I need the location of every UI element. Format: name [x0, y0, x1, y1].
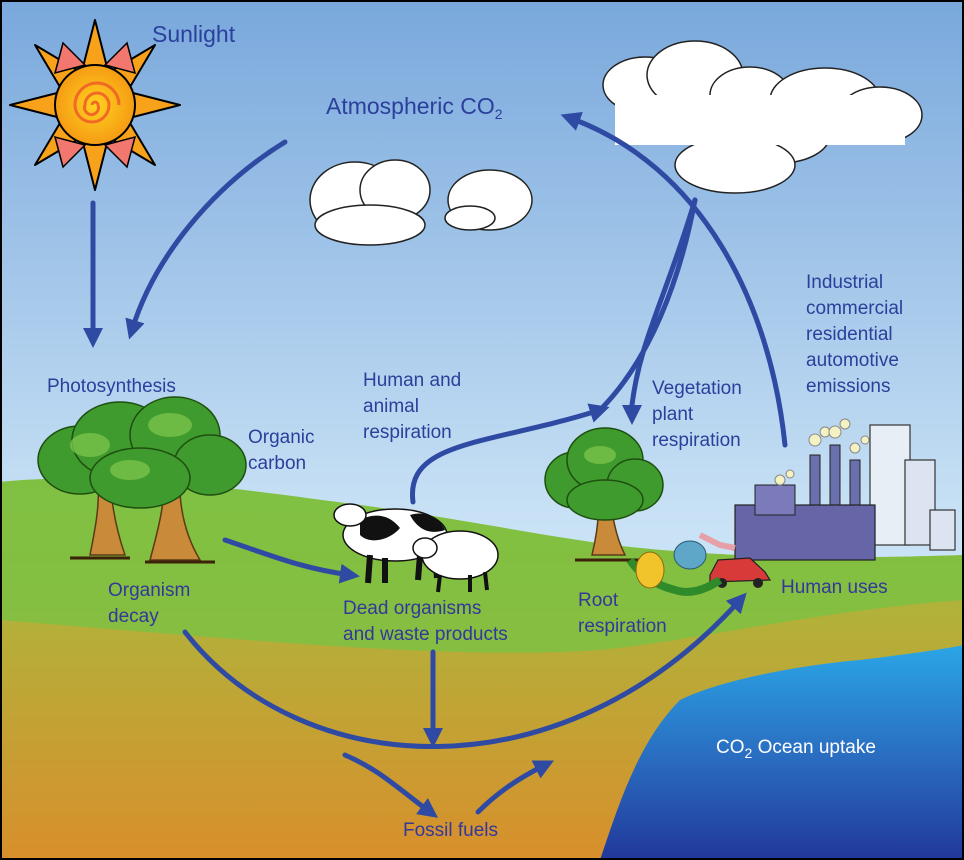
label-photosynthesis: Photosynthesis — [47, 376, 176, 397]
arrow-decay-curve — [182, 592, 747, 749]
sheep-icon — [412, 530, 499, 593]
tree-icon — [544, 427, 664, 562]
arrow-atmosphere-photosynthesis — [125, 139, 288, 340]
arrow-animal-respiration — [410, 403, 610, 505]
label-human-uses: Human uses — [781, 577, 888, 598]
tree-icon — [37, 396, 247, 564]
arrow-to-fossil-fuels — [342, 752, 439, 818]
label-dead-organisms: Dead organisms and waste products — [343, 598, 508, 645]
factory-icon — [734, 418, 956, 561]
arrow-organic-carbon — [222, 537, 360, 584]
arrow-emissions-atmosphere — [560, 112, 788, 448]
label-sunlight: Sunlight — [152, 21, 236, 47]
label-organism-decay: Organism decay — [108, 580, 191, 627]
label-root-respiration: Root respiration — [578, 590, 667, 637]
label-organic-carbon: Organic carbon — [248, 427, 315, 474]
ocean — [600, 645, 964, 860]
label-fossil-fuels: Fossil fuels — [403, 820, 499, 841]
label-ocean-uptake: CO2 Ocean uptake — [716, 737, 876, 761]
cloud-icon — [309, 159, 533, 246]
cloud-icon — [602, 40, 923, 194]
arrow-respiration-up — [629, 197, 698, 408]
arrow-fossil-fuels-up — [475, 760, 554, 815]
label-industrial-emissions: Industrial commercial residential automo… — [806, 272, 904, 397]
label-human-animal-respiration: Human and animal respiration — [363, 370, 462, 443]
sun-icon — [9, 19, 181, 191]
label-atmospheric-co2: Atmospheric CO2 — [326, 93, 503, 122]
vegetation-icon — [626, 532, 736, 596]
label-vegetation-respiration: Vegetation plant respiration — [652, 378, 742, 451]
